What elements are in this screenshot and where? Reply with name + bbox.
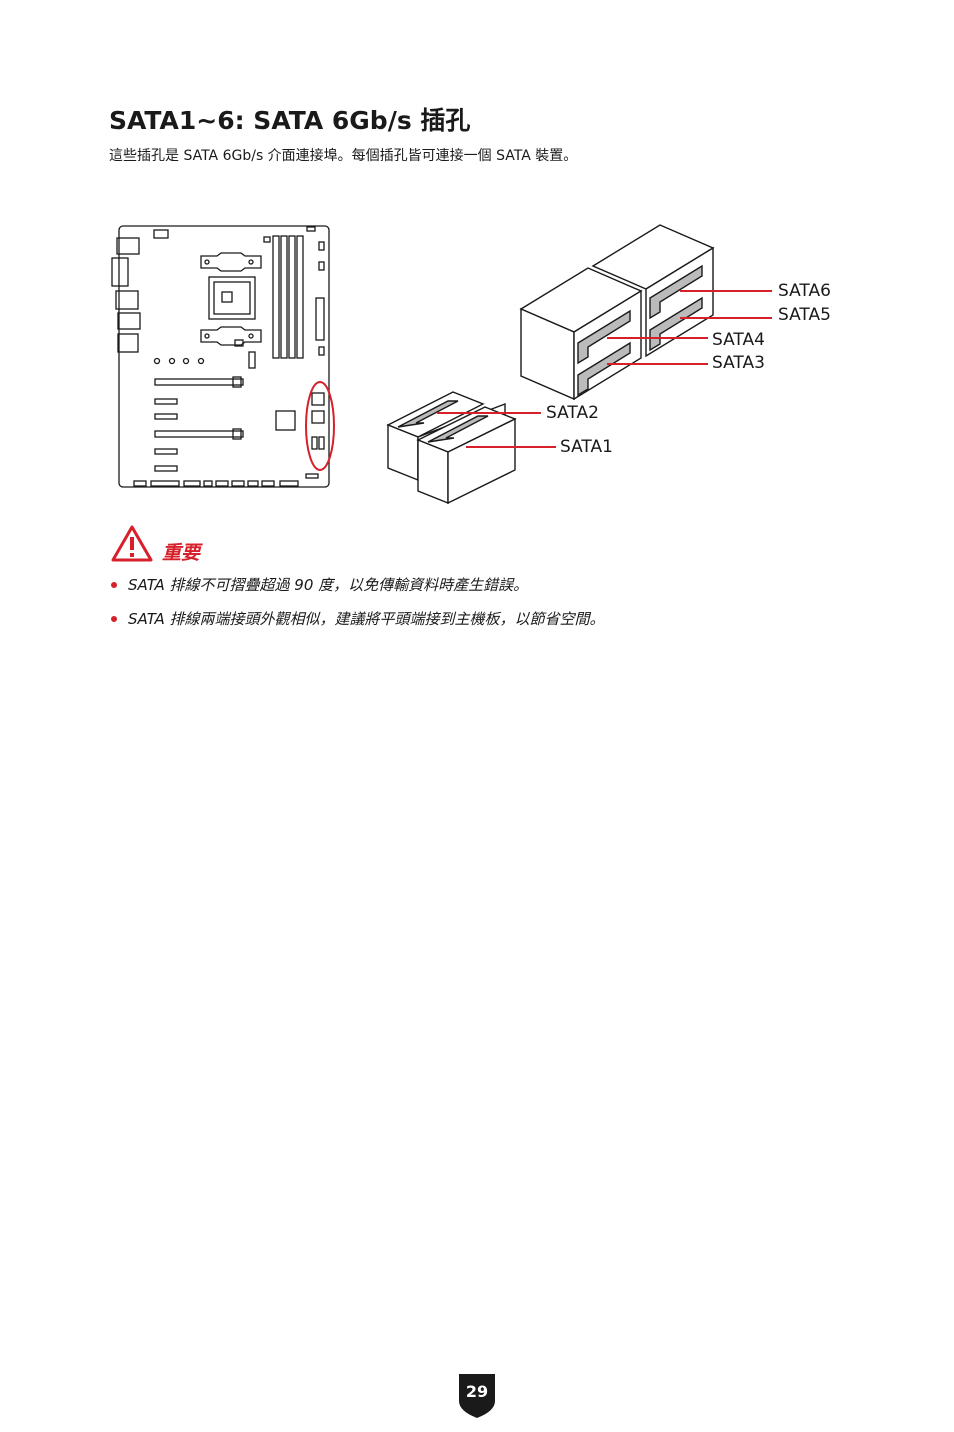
bullet-dot	[111, 616, 117, 622]
page-number-badge	[459, 1374, 495, 1418]
important-list: SATA 排線不可摺疊超過 90 度，以免傳輸資料時產生錯誤。 SATA 排線兩…	[110, 574, 605, 642]
important-title: 重要	[162, 542, 201, 564]
warning-triangle-icon	[111, 525, 153, 562]
sata5-label: SATA5	[778, 305, 831, 325]
sata6-label: SATA6	[778, 281, 831, 301]
sata1-label: SATA1	[560, 437, 613, 457]
sata-connector-stacks	[386, 224, 715, 505]
sata-leader-lines	[437, 290, 772, 448]
bullet-dot	[111, 582, 117, 588]
list-item-text: SATA 排線兩端接頭外觀相似，建議將平頭端接到主機板，以節省空間。	[128, 610, 605, 628]
sata3-label: SATA3	[712, 353, 765, 373]
sata4-label: SATA4	[712, 330, 765, 350]
section-description: 這些插孔是 SATA 6Gb/s 介面連接埠。每個插孔皆可連接一個 SATA 裝…	[109, 148, 578, 164]
page-title: SATA1~6: SATA 6Gb/s 插孔	[109, 106, 471, 135]
list-item: SATA 排線不可摺疊超過 90 度，以免傳輸資料時產生錯誤。	[110, 574, 605, 608]
sata2-label: SATA2	[546, 403, 599, 423]
page-number: 29	[465, 1382, 489, 1401]
motherboard-diagram	[111, 225, 330, 488]
sata-highlight-ellipse	[305, 381, 335, 471]
list-item-text: SATA 排線不可摺疊超過 90 度，以免傳輸資料時產生錯誤。	[128, 576, 529, 594]
sata-figure	[111, 224, 772, 505]
list-item: SATA 排線兩端接頭外觀相似，建議將平頭端接到主機板，以節省空間。	[110, 608, 605, 642]
